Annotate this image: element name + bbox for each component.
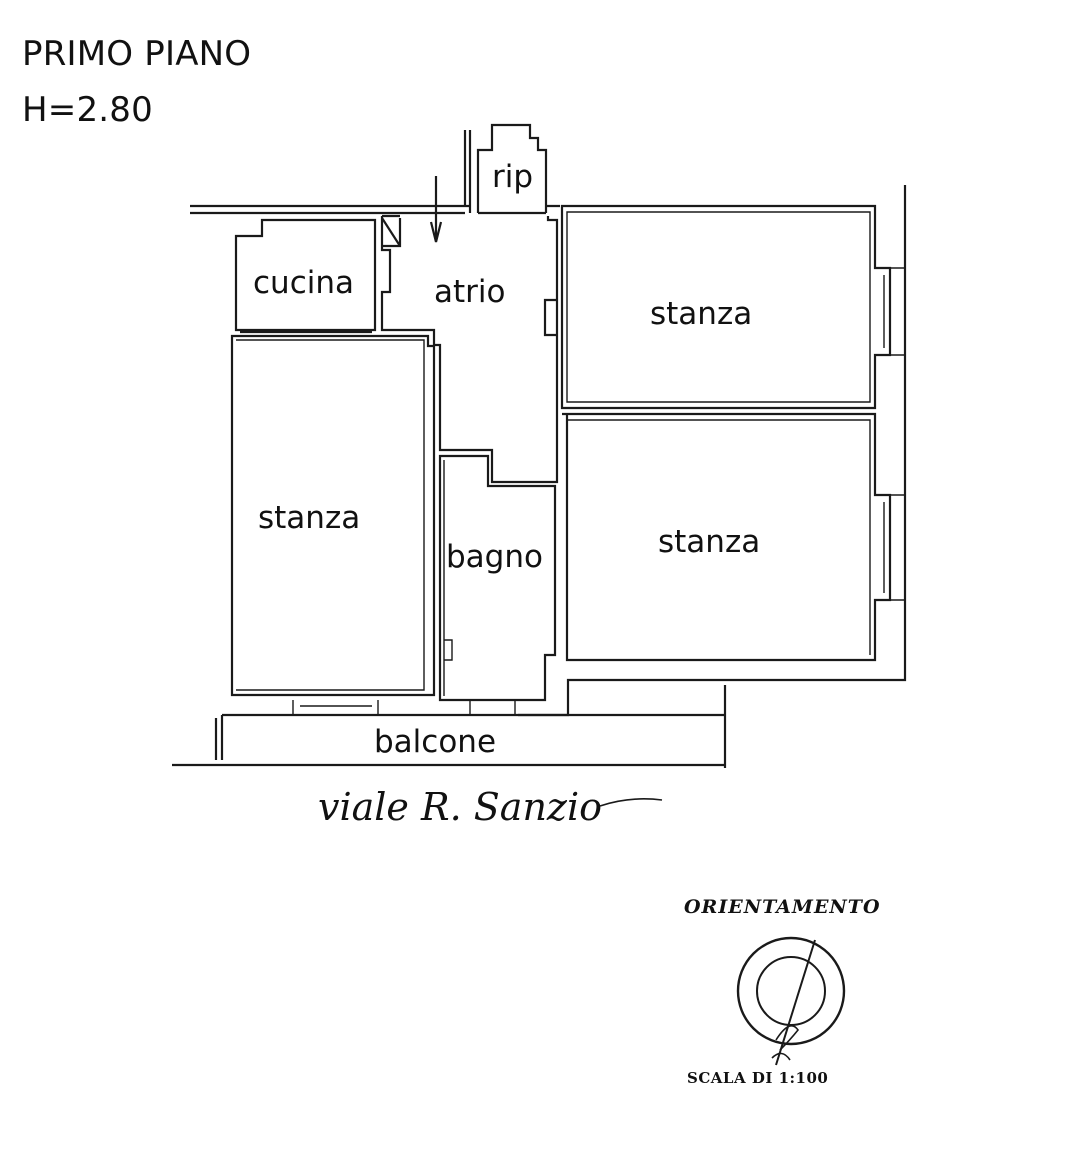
atrio-niche	[543, 298, 557, 337]
right-window-2	[878, 494, 905, 601]
window-bottom-bagno	[469, 700, 516, 715]
floor-height: H=2.80	[22, 90, 153, 130]
atrio-door-mark	[381, 217, 402, 248]
room-label-rip: rip	[492, 159, 533, 195]
room-label-stanza-left: stanza	[258, 500, 360, 536]
room-label-stanza-top-right: stanza	[650, 296, 752, 332]
stanza-bottom-right-inner	[567, 419, 871, 655]
stanza-left-inner	[236, 339, 425, 691]
rip-walls	[463, 123, 548, 215]
floor-title: PRIMO PIANO	[22, 34, 252, 74]
entry-arrow	[429, 176, 443, 243]
room-label-balcone: balcone	[374, 724, 496, 760]
bagno-walls	[438, 454, 557, 702]
room-label-cucina: cucina	[253, 265, 354, 301]
balcone-walls	[172, 685, 727, 768]
atrio-walls	[380, 214, 559, 484]
room-label-bagno: bagno	[446, 539, 543, 575]
stanza-top-right-inner	[566, 211, 871, 403]
right-outer-wall	[518, 185, 907, 717]
street-underline	[599, 798, 663, 807]
compass-icon	[736, 936, 846, 1066]
scale-label: SCALA DI 1:100	[687, 1069, 828, 1087]
right-window-1	[878, 267, 905, 356]
window-bottom-left	[292, 700, 379, 715]
cucina-walls	[234, 218, 377, 332]
bagno-inner	[443, 460, 453, 696]
stanza-left-walls	[230, 334, 436, 697]
orientation-title: ORIENTAMENTO	[684, 896, 881, 918]
room-label-atrio: atrio	[434, 274, 505, 310]
room-label-stanza-bottom-right: stanza	[658, 524, 760, 560]
street-label: viale R. Sanzio	[318, 785, 602, 829]
